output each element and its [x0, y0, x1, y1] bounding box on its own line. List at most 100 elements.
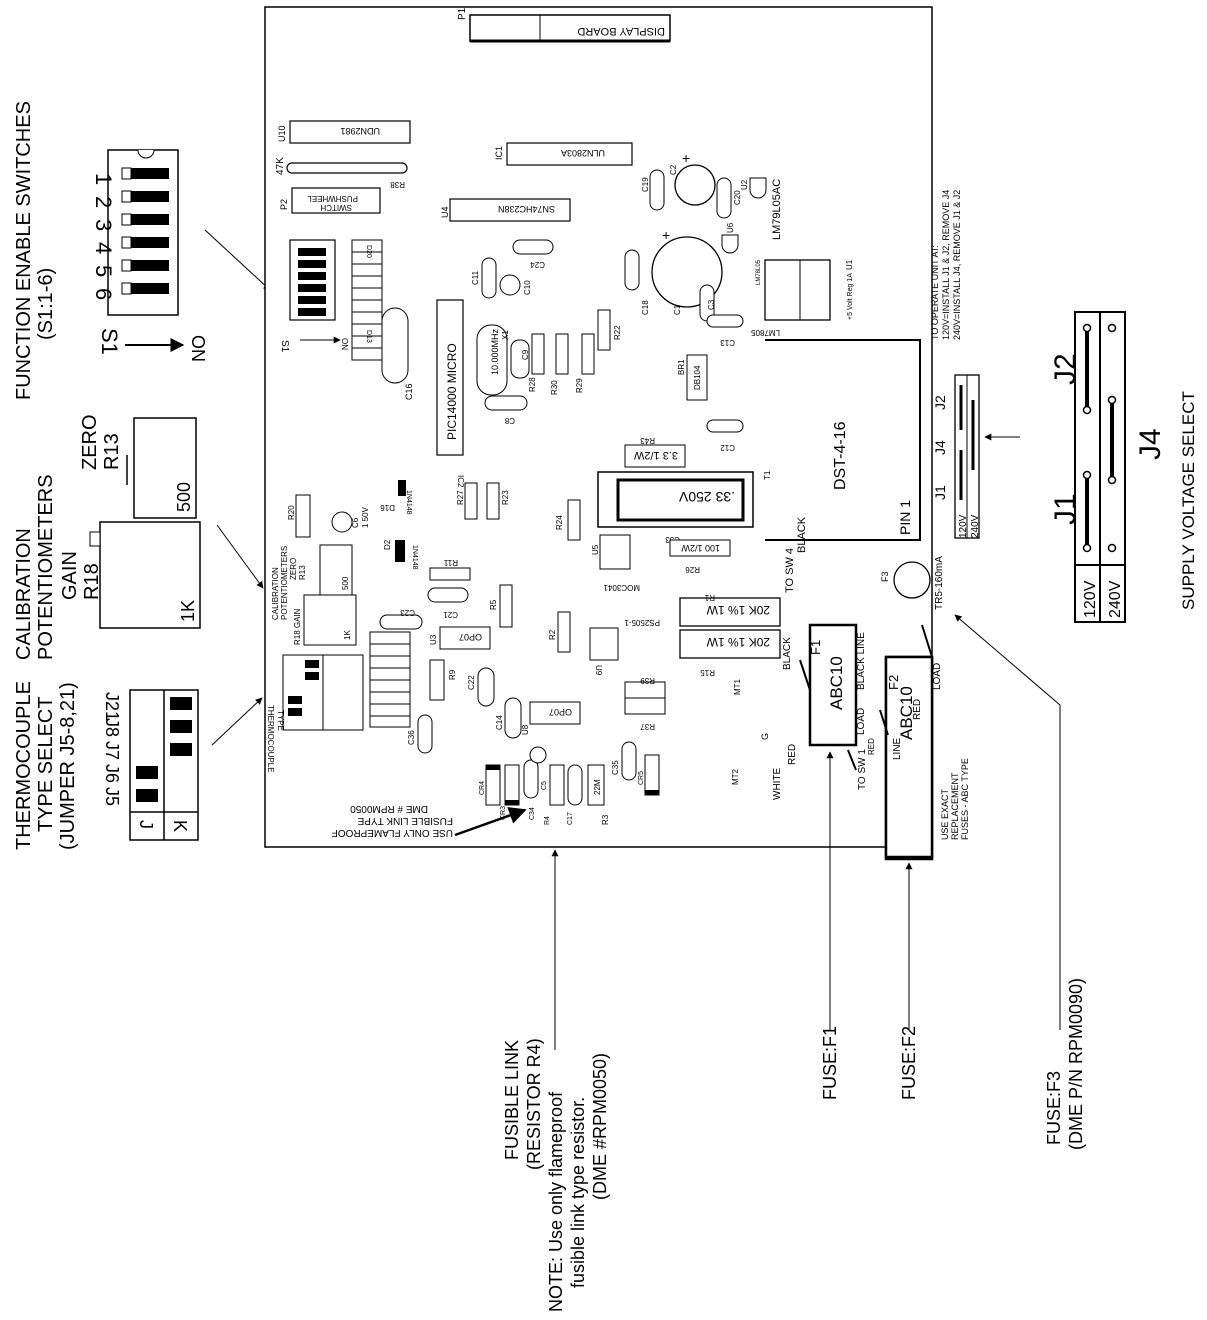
svg-text:TYPE: TYPE — [276, 710, 285, 731]
fuse-f1-callout: FUSE:F1 — [820, 751, 840, 1100]
svg-text:R22: R22 — [613, 325, 622, 340]
switch-num-3: 3 — [91, 219, 116, 231]
svg-text:RED: RED — [787, 744, 798, 765]
svg-text:REPLACEMENT: REPLACEMENT — [950, 772, 960, 840]
thermo-sub: (JUMPER J5-8,21) — [57, 682, 79, 850]
svg-text:IC1: IC1 — [494, 146, 504, 160]
zero-label: ZERO — [79, 414, 101, 470]
svg-text:CALIBRATION: CALIBRATION — [271, 567, 280, 620]
svg-text:LM7805: LM7805 — [751, 328, 780, 337]
svg-text:TO SW 4: TO SW 4 — [784, 548, 796, 593]
svg-text:PS2505-1: PS2505-1 — [624, 618, 660, 627]
pic14000-micro — [436, 299, 464, 456]
svg-text:OP07: OP07 — [549, 707, 572, 717]
svg-text:ABC10: ABC10 — [897, 686, 916, 740]
function-enable-sub: (S1:1-6) — [35, 268, 57, 340]
svg-text:C8: C8 — [504, 416, 515, 425]
svg-text:+: + — [682, 150, 690, 166]
type-k: K — [170, 820, 190, 832]
svg-text:C10: C10 — [523, 280, 532, 295]
svg-text:R30: R30 — [550, 380, 559, 395]
svg-text:ULN2803A: ULN2803A — [561, 148, 605, 158]
svg-text:TO OPERATE UNIT AT:: TO OPERATE UNIT AT: — [930, 245, 940, 340]
svg-text:C9: C9 — [521, 349, 530, 360]
switch-num-6: 6 — [91, 288, 116, 300]
svg-text:C17: C17 — [567, 812, 574, 825]
svg-text:C18: C18 — [641, 300, 650, 315]
zero-pot — [133, 417, 197, 519]
svg-text:U3: U3 — [429, 634, 438, 645]
jumper-j8: J8 — [102, 718, 122, 737]
svg-text:10.000MHz: 10.000MHz — [490, 328, 500, 375]
svg-text:BLACK LINE: BLACK LINE — [856, 632, 867, 690]
svg-text:C22: C22 — [467, 675, 476, 690]
svg-text:C36: C36 — [407, 730, 416, 745]
svg-text:C20: C20 — [733, 190, 742, 205]
supply-j4: J4 — [1134, 428, 1167, 460]
svg-text:R13: R13 — [298, 565, 307, 580]
gain-label: GAIN — [59, 551, 81, 600]
svg-text:R23: R23 — [501, 490, 510, 505]
r18-label: R18 — [81, 563, 103, 600]
fusible-l4: fusible link type resistor. — [568, 1097, 588, 1288]
fusible-link-callout: FUSIBLE LINK (RESISTOR R4) NOTE: Use onl… — [502, 849, 610, 1312]
svg-text:100 1/2W: 100 1/2W — [681, 543, 720, 553]
svg-text:FUSIBLE LINK TYPE: FUSIBLE LINK TYPE — [357, 815, 453, 826]
svg-text:U8: U8 — [521, 724, 530, 735]
svg-text:WHITE: WHITE — [772, 767, 783, 800]
thermocouple-callout: THERMOCOUPLE TYPE SELECT (JUMPER J5-8,21… — [13, 681, 263, 850]
svg-text:1K: 1K — [343, 630, 352, 640]
svg-text:240V=INSTALL J4, REMOVE J1 & J: 240V=INSTALL J4, REMOVE J1 & J2 — [952, 190, 962, 340]
svg-text:R26: R26 — [685, 565, 700, 574]
svg-text:120V=INSTALL J1 & J2, REMOVE J: 120V=INSTALL J1 & J2, REMOVE J4 — [941, 190, 951, 340]
svg-text:1N4148: 1N4148 — [411, 545, 418, 570]
svg-text:J2: J2 — [932, 395, 948, 410]
svg-text:LOAD: LOAD — [932, 663, 943, 690]
svg-text:U6: U6 — [726, 222, 735, 233]
svg-text:F3: F3 — [880, 571, 890, 582]
fusible-l1: FUSIBLE LINK — [502, 1040, 522, 1160]
svg-text:CR3: CR3 — [500, 806, 507, 820]
svg-text:MOC3041: MOC3041 — [603, 583, 640, 592]
svg-text:T1: T1 — [763, 470, 772, 480]
svg-text:R1: R1 — [704, 593, 715, 602]
svg-text:BLACK: BLACK — [796, 516, 808, 553]
svg-text:20K 1% 1W: 20K 1% 1W — [706, 635, 770, 649]
fuse-f2-label: FUSE:F2 — [899, 1026, 919, 1100]
svg-text:R37: R37 — [640, 722, 655, 731]
svg-text:D13: D13 — [365, 330, 372, 343]
jumper-j6: J6 — [102, 764, 122, 783]
calibration-title-1: CALIBRATION — [13, 528, 35, 660]
svg-text:U1: U1 — [845, 259, 854, 270]
fusible-l2: (RESISTOR R4) — [524, 1038, 544, 1170]
svg-text:C16: C16 — [404, 383, 414, 400]
svg-text:TR5-160mA: TR5-160mA — [934, 556, 945, 610]
s1-label: S1 — [97, 328, 122, 355]
switch-num-1: 1 — [91, 173, 116, 185]
svg-text:R3: R3 — [601, 814, 610, 825]
svg-text:F2: F2 — [886, 675, 901, 690]
svg-text:LM79L05AC: LM79L05AC — [771, 179, 783, 240]
svg-text:THERMOCOUPLE: THERMOCOUPLE — [266, 705, 275, 773]
svg-text:DST-4-16: DST-4-16 — [832, 421, 849, 490]
svg-text:S1: S1 — [279, 340, 290, 353]
svg-text:500: 500 — [341, 576, 350, 590]
svg-text:22M: 22M — [593, 779, 602, 795]
uln2803a-chip — [506, 142, 633, 166]
svg-text:R5: R5 — [489, 599, 498, 610]
jumper-j5: J5 — [102, 787, 122, 806]
thermo-title-2: TYPE SELECT — [35, 696, 57, 832]
svg-text:240V: 240V — [970, 514, 981, 538]
svg-text:1 50V: 1 50V — [361, 506, 370, 528]
switch-num-2: 2 — [91, 196, 116, 208]
switch-num-4: 4 — [91, 242, 116, 254]
svg-text:C3: C3 — [707, 299, 716, 310]
svg-text:U10: U10 — [277, 125, 287, 142]
calibration-callout: CALIBRATION POTENTIOMETERS ZERO R13 GAIN… — [13, 414, 264, 660]
svg-text:R2: R2 — [548, 629, 557, 640]
svg-text:RED: RED — [867, 738, 876, 755]
supply-120v: 120V — [1082, 580, 1099, 618]
svg-text:R9: R9 — [448, 669, 457, 680]
display-board-label: DISPLAY BOARD — [577, 25, 665, 37]
